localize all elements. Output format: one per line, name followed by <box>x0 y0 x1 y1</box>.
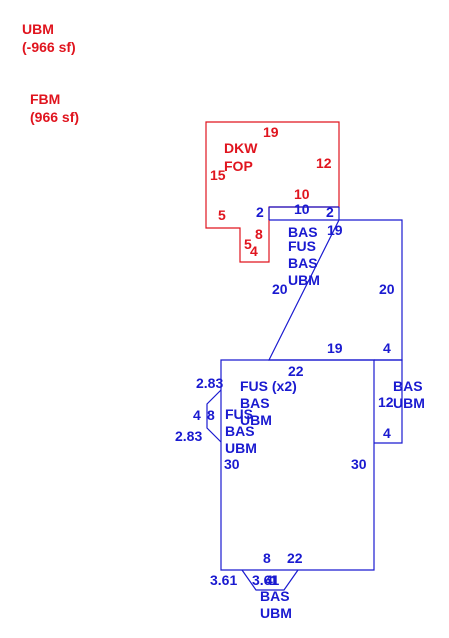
upper-dim-top: 10 <box>294 201 310 217</box>
deck-dim-left: 15 <box>210 167 226 183</box>
deck-code-fop: FOP <box>224 158 253 174</box>
upper-dim-bottom: 19 <box>327 340 343 356</box>
deck-dim-right: 12 <box>316 155 332 171</box>
upper-dim-inner: 19 <box>327 222 343 238</box>
legend-fbm-code: FBM <box>30 91 60 107</box>
deck-dim-lower-left: 5 <box>218 207 226 223</box>
side-code-ubm: UBM <box>393 395 425 411</box>
deck-dim-bottom-b: 4 <box>250 243 258 259</box>
main-dim-top: 22 <box>288 363 304 379</box>
deck-dim-step-top: 10 <box>294 186 310 202</box>
bay-dim-diag-top: 2.83 <box>196 375 223 391</box>
upper-code-ubm: UBM <box>288 272 320 288</box>
side-code-bas: BAS <box>393 378 423 394</box>
upper-dim-top-right: 2 <box>326 204 334 220</box>
main-dim-bottom-b: 22 <box>287 550 303 566</box>
bottom-bay-dim-side-a: 4 <box>265 572 273 588</box>
deck-code-dkw: DKW <box>224 140 258 156</box>
upper-dim-left: 20 <box>272 281 288 297</box>
bottom-bay-dim-diag-left: 3.61 <box>210 572 237 588</box>
main-code-fus-x2: FUS (x2) <box>240 378 297 394</box>
deck-dim-bottom-a: 5 <box>244 236 252 252</box>
bay-code-bas: BAS <box>225 423 255 439</box>
bay-code-fus: FUS <box>225 406 253 422</box>
bottom-bay-dim-depth: 3.61 <box>252 572 279 588</box>
bottom-bay-outline <box>241 569 299 591</box>
upper-dim-notch: 2 <box>256 204 264 220</box>
bottom-bay-dim-side-b: 1 <box>270 572 278 588</box>
bay-code-ubm: UBM <box>225 440 257 456</box>
legend-ubm-area: (-966 sf) <box>22 39 76 55</box>
side-dim-height: 12 <box>378 394 394 410</box>
bay-dim-depth: 8 <box>207 407 215 423</box>
bay-dim-side: 4 <box>193 407 201 423</box>
main-code-ubm: UBM <box>240 412 272 428</box>
legend-ubm-code: UBM <box>22 21 54 37</box>
bottom-bay-code-bas: BAS <box>260 588 290 604</box>
side-dim-bottom: 4 <box>383 425 391 441</box>
side-block-outline <box>374 359 403 444</box>
bay-outline <box>206 389 222 443</box>
deck-outline <box>205 121 340 263</box>
main-dim-bottom-a: 8 <box>263 550 271 566</box>
upper-code-bas-2: BAS <box>288 255 318 271</box>
main-block-outline <box>220 359 375 571</box>
deck-dim-step-v: 8 <box>255 226 263 242</box>
upper-code-fus: FUS <box>288 238 316 254</box>
main-dim-left: 30 <box>224 456 240 472</box>
deck-dim-top: 19 <box>263 124 279 140</box>
main-dim-right: 30 <box>351 456 367 472</box>
bottom-bay-code-ubm: UBM <box>260 605 292 621</box>
upper-dim-bottom-right: 4 <box>383 340 391 356</box>
legend-fbm-area: (966 sf) <box>30 109 79 125</box>
bay-dim-diag-bottom: 2.83 <box>175 428 202 444</box>
upper-code-bas-1: BAS <box>288 224 318 240</box>
upper-dim-right: 20 <box>379 281 395 297</box>
main-code-bas: BAS <box>240 395 270 411</box>
